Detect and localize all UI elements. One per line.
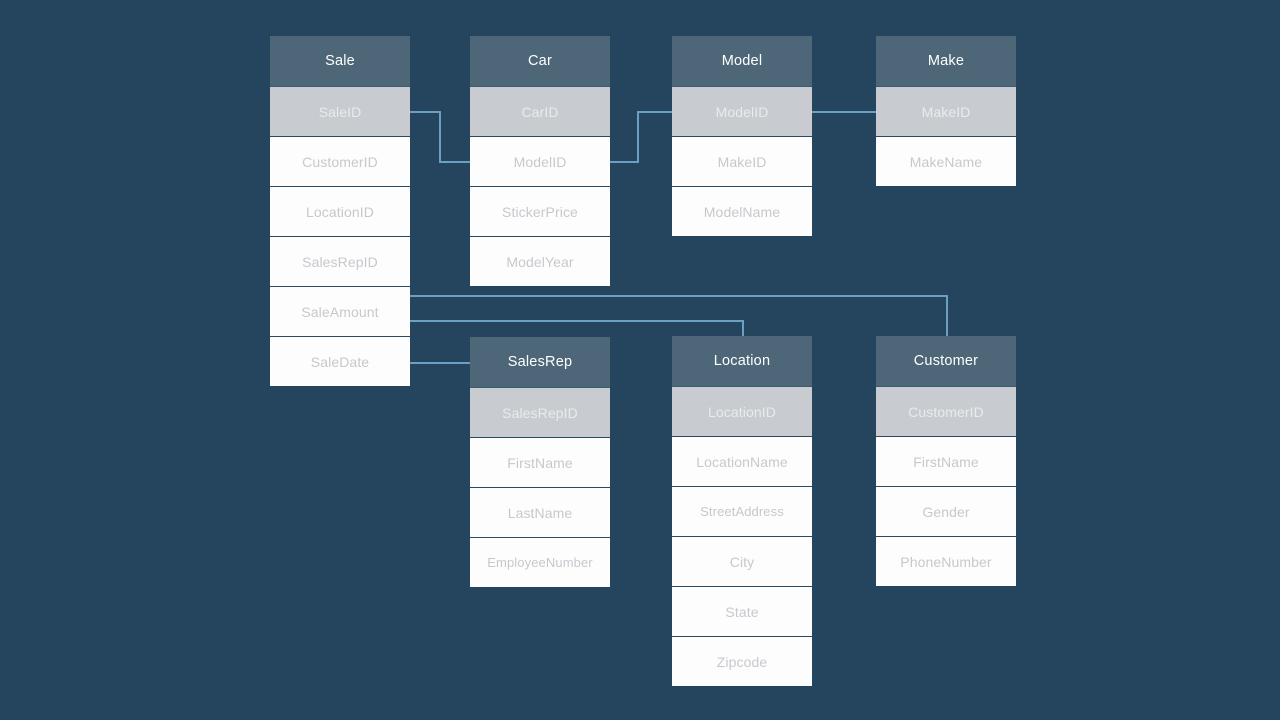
field-row-location-zipcode[interactable]: Zipcode: [672, 636, 812, 686]
entity-title-car: Car: [470, 36, 610, 86]
field-row-sale-customerid[interactable]: CustomerID: [270, 136, 410, 186]
field-row-location-locationname[interactable]: LocationName: [672, 436, 812, 486]
field-row-salesrep-firstname[interactable]: FirstName: [470, 437, 610, 487]
field-row-model-makeid[interactable]: MakeID: [672, 136, 812, 186]
field-row-salesrep-salesrepid[interactable]: SalesRepID: [470, 387, 610, 437]
field-row-car-stickerprice[interactable]: StickerPrice: [470, 186, 610, 236]
field-row-model-modelid[interactable]: ModelID: [672, 86, 812, 136]
field-row-car-modelid[interactable]: ModelID: [470, 136, 610, 186]
field-row-sale-locationid[interactable]: LocationID: [270, 186, 410, 236]
relationship-line-sale-customerid-to-customer: [409, 295, 948, 338]
field-row-salesrep-employeenumber[interactable]: EmployeeNumber: [470, 537, 610, 587]
entity-title-salesrep: SalesRep: [470, 337, 610, 387]
field-row-location-city[interactable]: City: [672, 536, 812, 586]
field-row-location-state[interactable]: State: [672, 586, 812, 636]
field-row-car-carid[interactable]: CarID: [470, 86, 610, 136]
entity-title-model: Model: [672, 36, 812, 86]
entity-title-make: Make: [876, 36, 1016, 86]
field-row-sale-saleid[interactable]: SaleID: [270, 86, 410, 136]
field-row-model-modelname[interactable]: ModelName: [672, 186, 812, 236]
field-row-salesrep-lastname[interactable]: LastName: [470, 487, 610, 537]
entity-title-location: Location: [672, 336, 812, 386]
field-row-make-makename[interactable]: MakeName: [876, 136, 1016, 186]
field-row-sale-saledate[interactable]: SaleDate: [270, 336, 410, 386]
field-row-customer-gender[interactable]: Gender: [876, 486, 1016, 536]
entity-title-customer: Customer: [876, 336, 1016, 386]
field-row-sale-saleamount[interactable]: SaleAmount: [270, 286, 410, 336]
relationship-line-sale-locationid-to-location: [409, 320, 744, 337]
field-row-sale-salesrepid[interactable]: SalesRepID: [270, 236, 410, 286]
field-row-car-modelyear[interactable]: ModelYear: [470, 236, 610, 286]
field-row-customer-customerid[interactable]: CustomerID: [876, 386, 1016, 436]
entity-title-sale: Sale: [270, 36, 410, 86]
field-row-location-locationid[interactable]: LocationID: [672, 386, 812, 436]
field-row-customer-phonenumber[interactable]: PhoneNumber: [876, 536, 1016, 586]
field-row-make-makeid[interactable]: MakeID: [876, 86, 1016, 136]
field-row-customer-firstname[interactable]: FirstName: [876, 436, 1016, 486]
field-row-location-streetaddress[interactable]: StreetAddress: [672, 486, 812, 536]
